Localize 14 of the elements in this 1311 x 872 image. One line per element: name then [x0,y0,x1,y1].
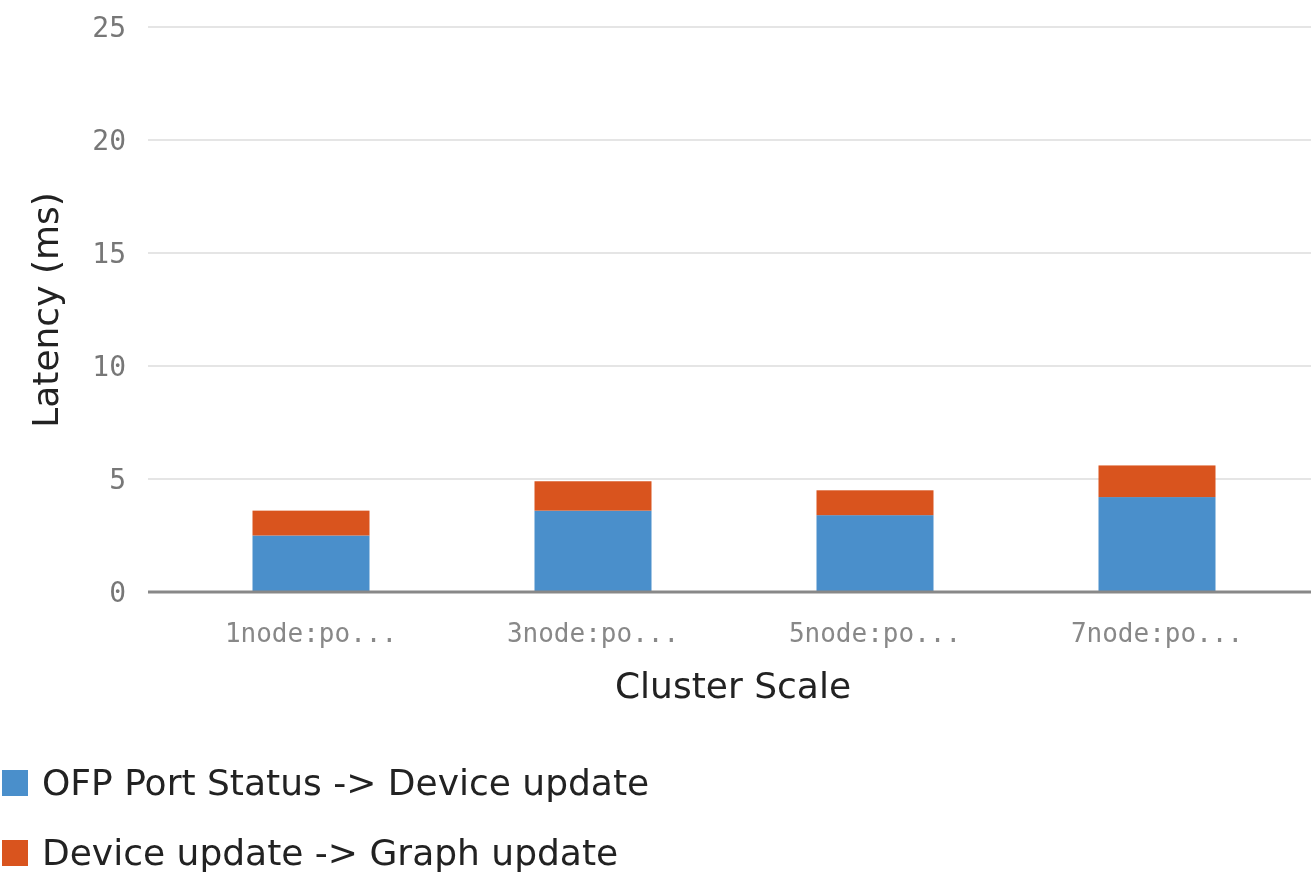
x-tick-label: 3node:po... [506,618,680,648]
x-axis-title: Cluster Scale [614,665,852,706]
legend-label: OFP Port Status -> Device update [42,762,650,803]
legend-label: Device update -> Graph update [42,832,619,872]
y-tick-label: 15 [92,237,126,270]
y-tick-label: 0 [109,576,126,609]
x-tick-label: 5node:po... [788,618,962,648]
y-axis-title: Latency (ms) [25,192,66,428]
y-tick-label: 10 [92,350,126,383]
y-tick-label: 5 [109,463,126,496]
x-tick-label: 7node:po... [1070,618,1244,648]
y-tick-label: 20 [92,124,126,157]
x-tick-label: 1node:po... [224,618,398,648]
y-tick-label: 25 [92,11,126,44]
